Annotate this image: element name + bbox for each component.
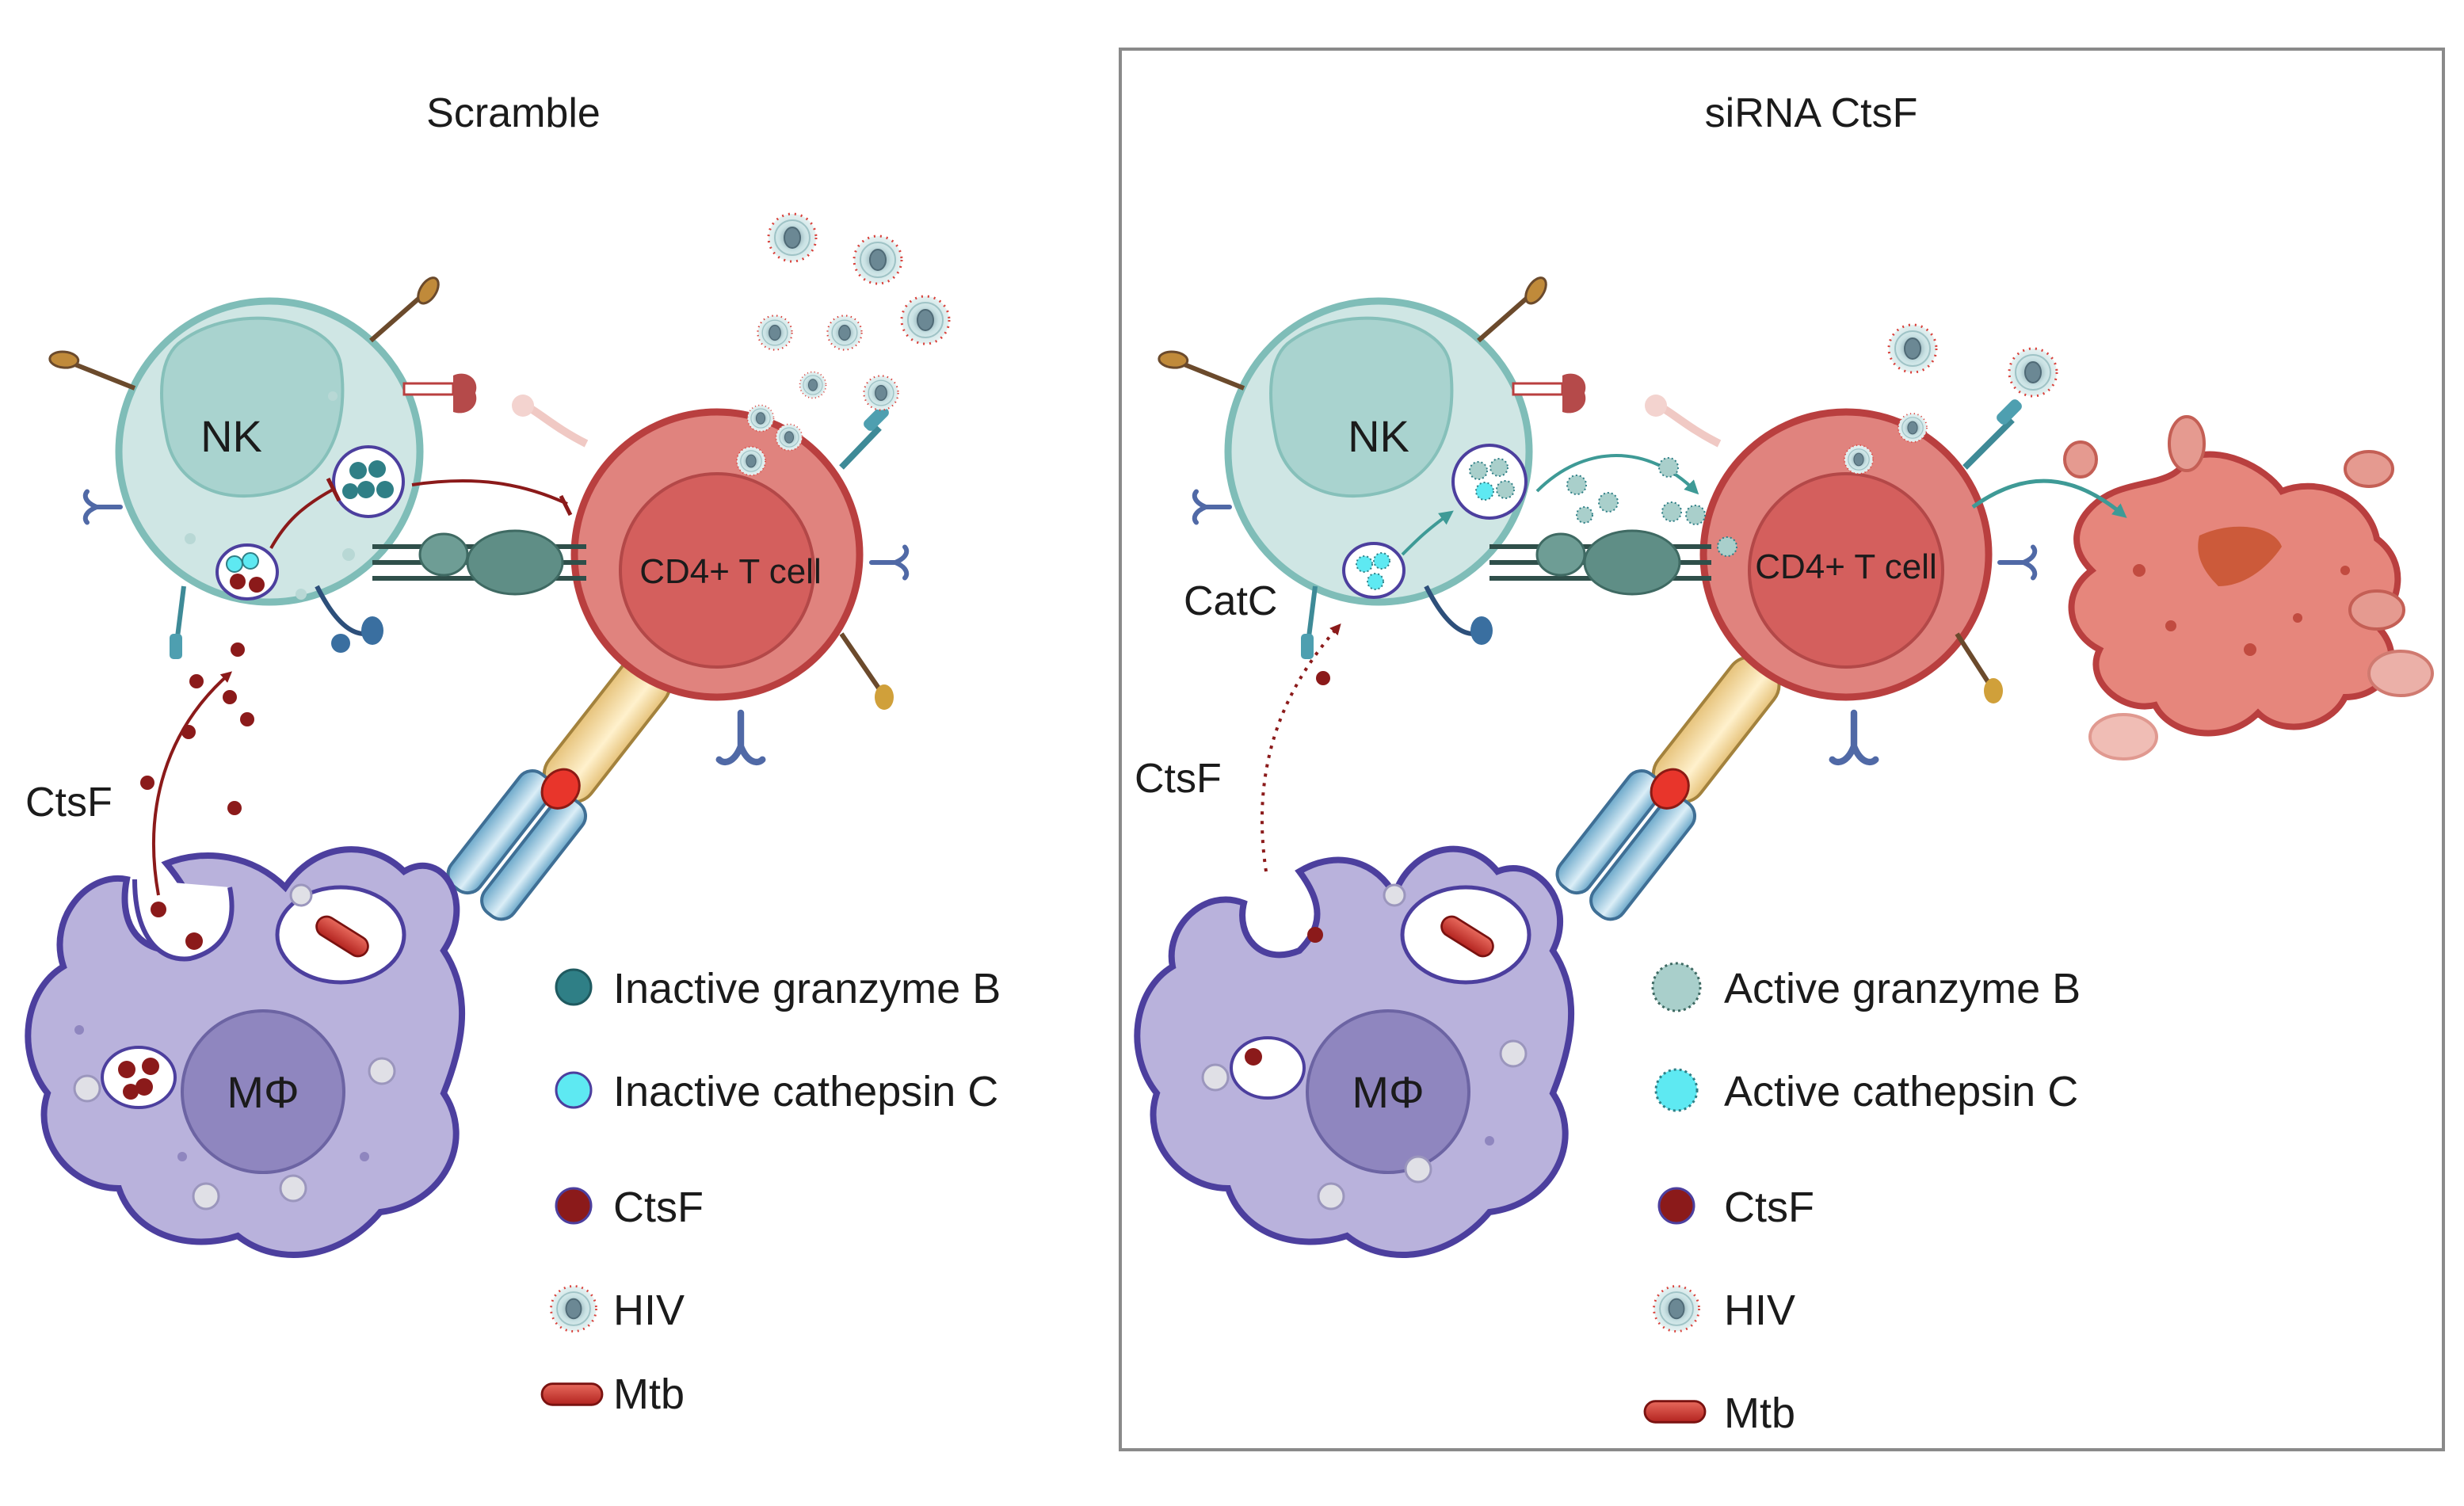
tcell-label: CD4+ T cell bbox=[1755, 547, 1936, 586]
hiv-icon bbox=[550, 1285, 597, 1333]
ctsf-label: CtsF bbox=[25, 780, 113, 825]
legend: Active granzyme B Active cathepsin C Cts… bbox=[1643, 962, 2081, 1437]
legend-item: Active granzyme B bbox=[1651, 962, 2081, 1012]
active-cathepsin-icon bbox=[1654, 1068, 1699, 1112]
legend-label: CtsF bbox=[1724, 1184, 1814, 1231]
ctsf-label: CtsF bbox=[1135, 756, 1222, 802]
catc-label: CatC bbox=[1184, 578, 1277, 624]
panel-title: Scramble bbox=[426, 90, 601, 136]
legend-item: HIV bbox=[1653, 1285, 1795, 1334]
lysed-t-cell bbox=[2063, 415, 2434, 761]
legend-item: Active cathepsin C bbox=[1654, 1068, 2078, 1115]
cd4-t-cell: CD4+ T cell bbox=[1645, 395, 2035, 762]
ctsf-icon bbox=[555, 1187, 593, 1225]
legend-item: HIV bbox=[550, 1285, 685, 1334]
panel-title: siRNA CtsF bbox=[1705, 90, 1918, 136]
active-granzyme-icon bbox=[1651, 962, 1702, 1012]
nk-tcell-synapse bbox=[372, 373, 586, 596]
tcell-label: CD4+ T cell bbox=[639, 552, 821, 591]
macrophage-label: MΦ bbox=[1352, 1067, 1424, 1117]
legend-label: Active cathepsin C bbox=[1724, 1068, 2078, 1115]
nk-cell: NK bbox=[1157, 267, 1550, 659]
legend-label: Mtb bbox=[1724, 1390, 1795, 1437]
legend-item: CtsF bbox=[1657, 1184, 1814, 1231]
inhibition-arrows bbox=[269, 477, 573, 549]
nk-label: NK bbox=[200, 411, 262, 461]
panel-sirna-ctsf: siRNA CtsF MΦ bbox=[1119, 48, 2445, 1451]
legend-item: Inactive cathepsin C bbox=[555, 1068, 998, 1115]
mtb-icon bbox=[1643, 1400, 1707, 1424]
legend-label: Active granzyme B bbox=[1724, 965, 2081, 1012]
ctsf-icon bbox=[1657, 1187, 1695, 1225]
legend-label: HIV bbox=[613, 1287, 685, 1334]
legend-item: Mtb bbox=[540, 1371, 685, 1418]
legend-item: Inactive granzyme B bbox=[555, 965, 1001, 1012]
inactive-granzyme-icon bbox=[555, 968, 593, 1006]
mtb-icon bbox=[540, 1382, 604, 1406]
legend-label: Inactive granzyme B bbox=[613, 965, 1001, 1012]
granzyme-release bbox=[1535, 454, 1737, 557]
legend-label: HIV bbox=[1724, 1287, 1795, 1334]
nk-tcell-synapse bbox=[1489, 373, 1711, 596]
legend-item: CtsF bbox=[555, 1184, 704, 1231]
hiv-icon bbox=[1653, 1285, 1700, 1333]
legend-label: Inactive cathepsin C bbox=[613, 1068, 998, 1115]
macrophage-label: MΦ bbox=[227, 1067, 299, 1117]
panel-scramble: Scramble MΦ bbox=[25, 90, 1001, 1418]
legend-label: CtsF bbox=[613, 1184, 704, 1231]
legend-label: Mtb bbox=[613, 1371, 685, 1418]
nk-label: NK bbox=[1348, 411, 1409, 461]
panel-border bbox=[1119, 48, 2445, 1451]
macrophage: MΦ bbox=[1134, 845, 1575, 1258]
mhc-tcr-complex bbox=[446, 655, 672, 921]
legend-item: Mtb bbox=[1643, 1390, 1795, 1437]
nk-cell: NK bbox=[48, 267, 442, 659]
ctsf-secretion: CtsF bbox=[25, 642, 254, 896]
lysis-arrow bbox=[1971, 478, 2127, 518]
mhc-tcr-complex bbox=[1555, 655, 1781, 921]
inactive-cathepsin-icon bbox=[555, 1071, 593, 1109]
cd4-t-cell: CD4+ T cell bbox=[512, 395, 906, 762]
legend: Inactive granzyme B Inactive cathepsin C… bbox=[540, 965, 1001, 1418]
ctsf-secretion: CtsF CatC bbox=[1135, 578, 1341, 872]
macrophage: MΦ bbox=[25, 846, 466, 1258]
